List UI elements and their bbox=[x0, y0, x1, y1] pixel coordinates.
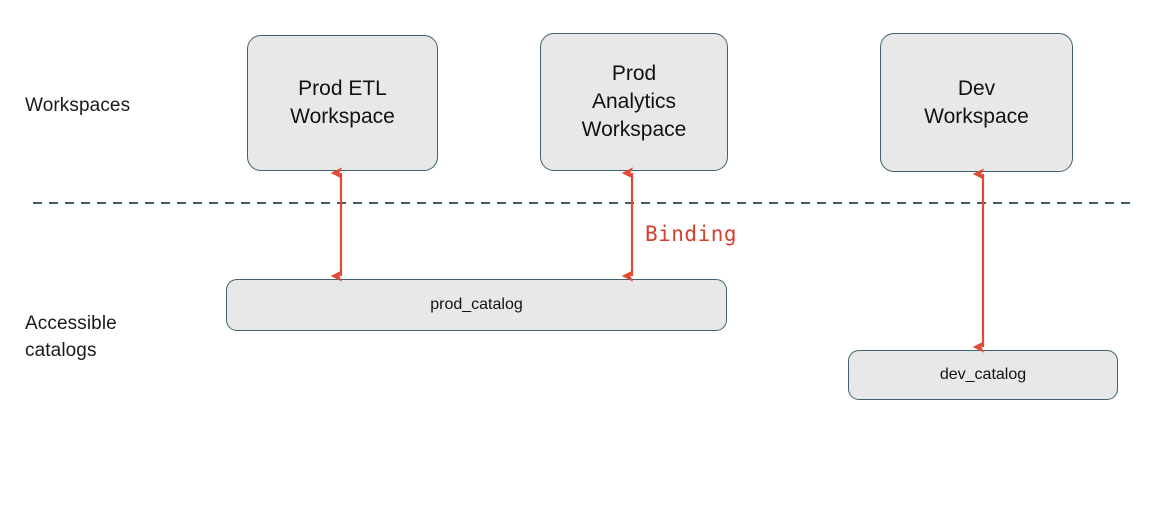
workspace-node-dev[interactable]: Dev Workspace bbox=[880, 33, 1073, 172]
binding-annotation-label: Binding bbox=[645, 222, 738, 246]
row-label-workspaces: Workspaces bbox=[25, 95, 131, 116]
catalog-node-dev-catalog-label: dev_catalog bbox=[939, 366, 1027, 383]
catalog-node-prod-catalog[interactable]: prod_catalog bbox=[226, 279, 727, 331]
workspace-node-prod-etl[interactable]: Prod ETL Workspace bbox=[247, 35, 438, 171]
workspace-node-prod-etl-label: Prod ETL Workspace bbox=[290, 77, 395, 128]
workspace-node-prod-analytics[interactable]: Prod Analytics Workspace bbox=[540, 33, 728, 171]
catalog-node-dev-catalog[interactable]: dev_catalog bbox=[848, 350, 1118, 400]
workspace-catalog-divider bbox=[33, 202, 1133, 204]
row-label-accessible-catalogs: Accessible catalogs bbox=[25, 313, 117, 361]
workspace-node-dev-label: Dev Workspace bbox=[924, 76, 1029, 128]
workspace-node-prod-analytics-label: Prod Analytics Workspace bbox=[581, 62, 687, 141]
catalog-node-prod-catalog-label: prod_catalog bbox=[430, 296, 523, 313]
